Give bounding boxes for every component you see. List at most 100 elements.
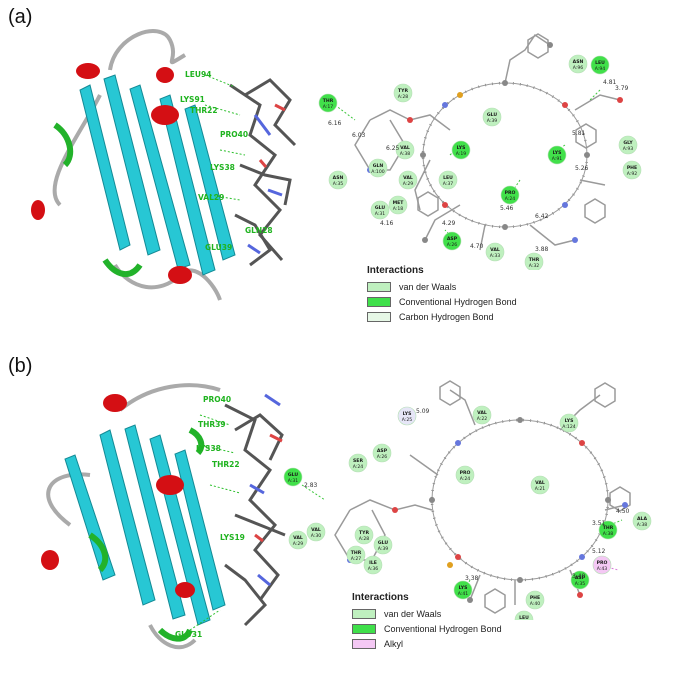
aromatic-rings-b	[439, 380, 631, 614]
residue-circle	[354, 525, 374, 545]
residue-name: THR	[603, 525, 614, 531]
legend-b-swatch-hbond	[352, 623, 376, 634]
distance-a-6: 5.81	[572, 130, 586, 137]
residue-circle	[590, 55, 610, 75]
residue-number: A:21	[535, 486, 546, 492]
residue-name: ILE	[369, 560, 377, 566]
residue-name: VAL	[403, 175, 413, 181]
distance-a-5: 3.79	[615, 85, 629, 92]
residue-circle	[622, 160, 642, 180]
legend-a-item: Carbon Hydrogen Bond	[367, 309, 517, 324]
turn-b-3	[188, 427, 205, 455]
legend-a-swatch-vdw	[367, 281, 391, 292]
residue-name: PRO	[460, 470, 471, 476]
residue-name: LYS	[403, 411, 412, 417]
residue-name: GLN	[373, 163, 384, 169]
residue-name: ASP	[447, 236, 458, 242]
strand-b-3	[124, 424, 186, 620]
residue-number: A:24	[505, 196, 516, 202]
ligand-b-sticks	[224, 403, 286, 627]
residue-name: ASP	[575, 575, 586, 581]
distance-a-8: 5.46	[500, 205, 514, 212]
loop-a-top	[108, 29, 187, 71]
distance-a-9: 6.42	[535, 213, 549, 220]
residue-number: A:24	[353, 464, 364, 470]
residue-name: PHE	[530, 595, 540, 601]
residue-circle	[524, 252, 544, 270]
protein-label-a-7: GLU39	[205, 243, 232, 252]
protein-label-a-4: PRO40	[220, 130, 248, 139]
legend-b-label-alkyl: Alkyl	[384, 638, 404, 649]
distance-b-1: 5.09	[416, 408, 430, 415]
residue-circle	[283, 467, 303, 487]
residue-circle	[482, 107, 502, 127]
ligand-a-atoms-blue	[247, 114, 283, 255]
residue-circle	[632, 511, 652, 531]
residue-circle	[372, 443, 392, 463]
legend-a-item: Conventional Hydrogen Bond	[367, 294, 517, 309]
protein-label-a-6: VAL29	[198, 193, 224, 202]
protein-label-b-5: LYS19	[220, 533, 245, 542]
residue-number: A:26	[377, 454, 388, 460]
legend-b-label-vdw: van der Waals	[384, 608, 442, 619]
distance-a-1: 6.16	[328, 120, 342, 127]
residue-circle	[388, 195, 408, 215]
residue-number: A:19	[456, 151, 467, 157]
residue-number: A:43	[597, 566, 608, 572]
residue-circle	[363, 555, 383, 575]
turn-a-2	[102, 258, 143, 277]
helix-a-2	[151, 105, 179, 125]
distance-a-3: 6.25	[386, 145, 400, 152]
residue-circle	[288, 530, 308, 550]
residue-name: GLY	[623, 140, 633, 146]
ligand-a-sticks	[229, 78, 297, 267]
residue-circle	[328, 170, 348, 190]
loop-b-top	[118, 383, 221, 412]
protein-label-a-2: LYS91	[180, 95, 205, 104]
residue-circle	[442, 231, 462, 251]
residue-circle	[318, 93, 338, 113]
residue-circle	[455, 465, 475, 485]
protein-label-a-5: LYS38	[210, 163, 235, 172]
helix-a-5	[156, 67, 174, 83]
protein-label-b-2: THR39	[198, 420, 226, 429]
protein-label-b-3: LYS38	[196, 444, 221, 453]
residue-number: A:100	[371, 169, 384, 175]
residue-circle	[397, 406, 417, 426]
panel-b-protein-structure: PRO40 THR39 LYS38 THR22 LYS19 GLU31	[41, 383, 286, 650]
legend-a-swatch-chbond	[367, 311, 391, 322]
residue-name: ASN	[573, 59, 584, 65]
residue-name: ASN	[333, 175, 344, 181]
residue-number: A:41	[458, 591, 469, 597]
residue-number: A:30	[311, 533, 322, 539]
distance-a-4: 4.81	[603, 79, 617, 86]
residue-circle	[500, 185, 520, 205]
residue-name: GLU	[375, 205, 386, 211]
residue-number: A:96	[573, 65, 584, 71]
residue-number: A:92	[627, 171, 638, 177]
residue-circle	[306, 522, 326, 542]
residue-number: A:26	[447, 242, 458, 248]
residue-circle	[451, 140, 471, 160]
residue-circle	[348, 453, 368, 473]
distance-a-11: 4.70	[470, 243, 484, 250]
residue-circle	[438, 170, 458, 190]
residue-circle	[598, 520, 618, 540]
loop-b-bottom	[148, 624, 197, 650]
panel-a-interaction-map: THRA:17TYRA:28GLUA:39ASNA:96LEUA:94LYSA:…	[318, 33, 642, 270]
